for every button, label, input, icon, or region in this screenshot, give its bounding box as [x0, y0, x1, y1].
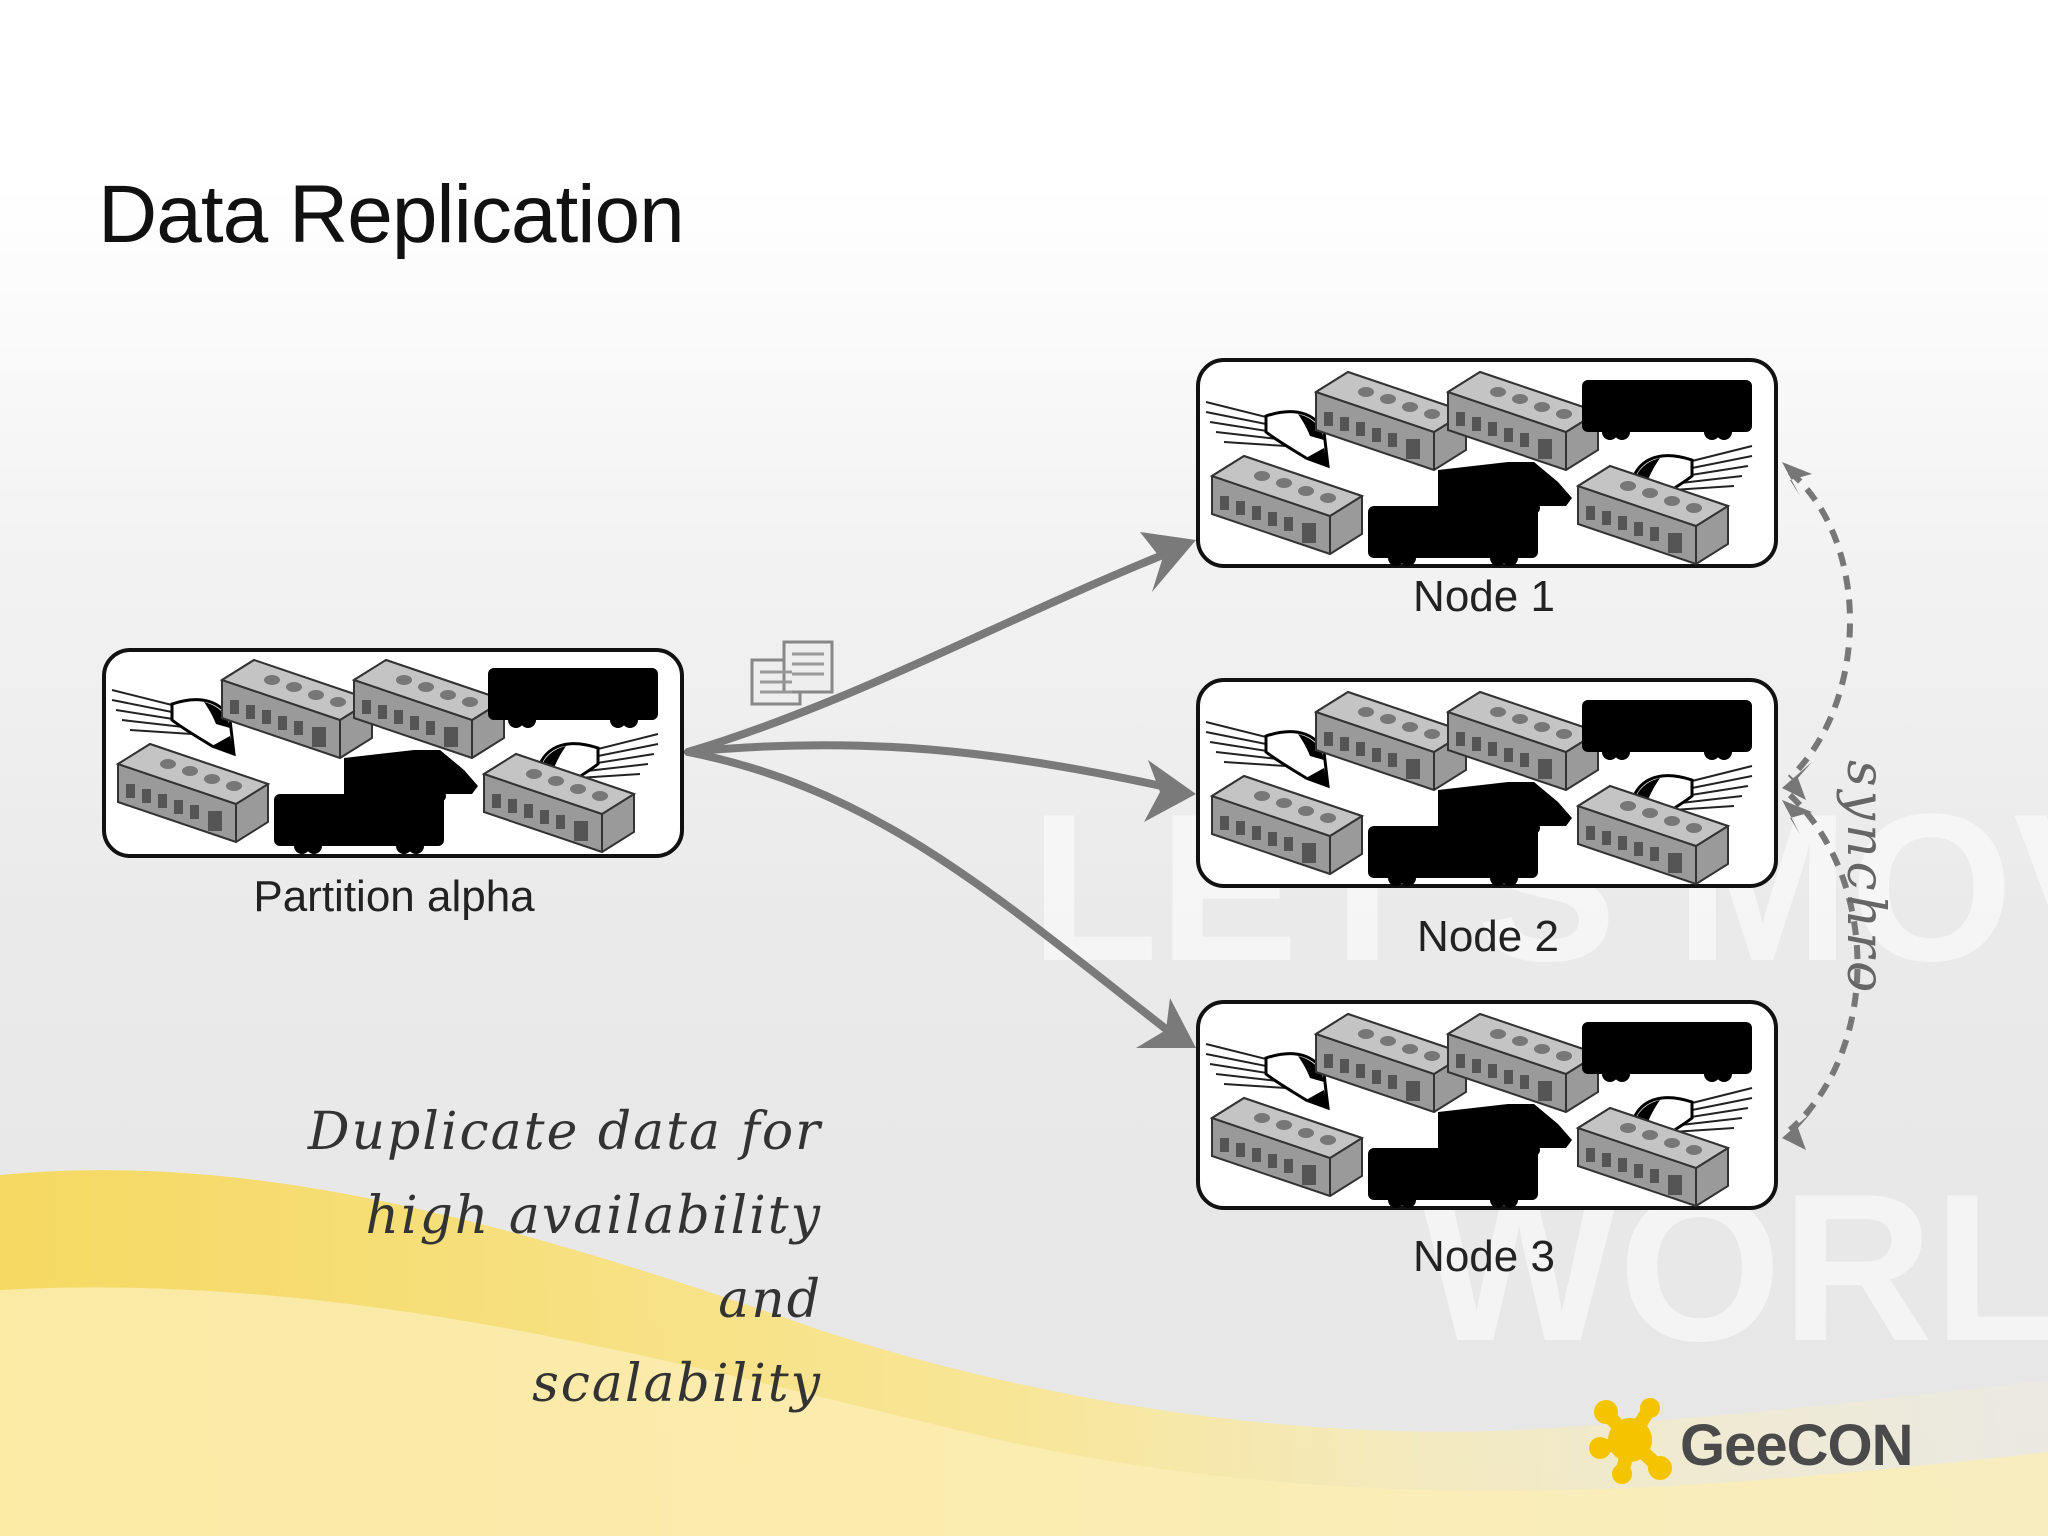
arrow-heads [1136, 532, 1196, 1048]
node-1-label: Node 1 [1413, 572, 1555, 621]
node-3-box [1196, 1000, 1778, 1210]
document-copy-icon [750, 640, 834, 706]
arrow-to-node-2 [684, 741, 1184, 794]
geecon-logo-text: GeeCON [1680, 1413, 1914, 1478]
arrow-to-node-1 [684, 544, 1184, 756]
note-line: Duplicate data for [307, 1102, 822, 1162]
note-text: Duplicate data for high availability and… [260, 1090, 822, 1426]
synchro-arrows [1787, 469, 1861, 1133]
synchro-arrow-heads [1782, 462, 1812, 1150]
note-line: scalability [532, 1354, 822, 1414]
node-3-label: Node 3 [1413, 1232, 1555, 1281]
synchro-label: synchro [1835, 760, 1895, 997]
note-line: high availability and [365, 1186, 822, 1330]
node-2-label: Node 2 [1417, 912, 1559, 961]
geecon-splat-icon [1589, 1398, 1672, 1484]
arrow-to-node-3 [684, 748, 1184, 1044]
node-2-box [1196, 678, 1778, 888]
partition-alpha-box [102, 648, 684, 858]
replication-arrows [684, 544, 1184, 1044]
page-title: Data Replication [98, 169, 685, 260]
partition-alpha-label: Partition alpha [253, 872, 535, 921]
node-1-box [1196, 358, 1778, 568]
